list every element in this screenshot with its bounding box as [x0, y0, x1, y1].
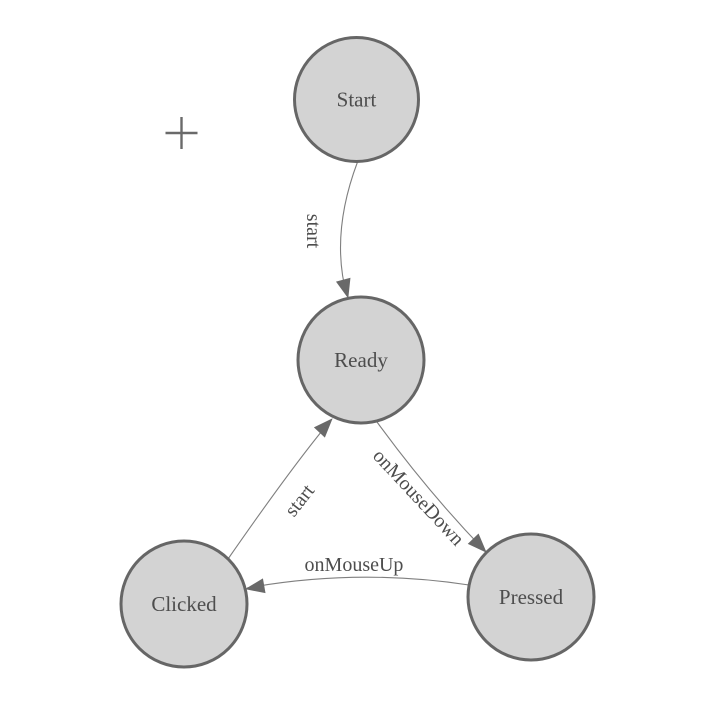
edge-clicked-to-ready-line[interactable] [227, 419, 332, 560]
node-ready[interactable]: Ready [296, 295, 426, 425]
plus-icon[interactable] [165, 117, 198, 149]
arrowhead-into-clicked [245, 578, 266, 594]
node-ready-circle[interactable] [296, 295, 426, 425]
edge-label-start-top[interactable]: start [302, 214, 324, 249]
node-pressed-circle[interactable] [466, 532, 596, 662]
node-start-label: Start [337, 88, 377, 112]
node-ready-label: Ready [334, 348, 388, 372]
node-clicked[interactable]: Clicked [119, 539, 249, 669]
arrowhead-into-ready-from-clicked [313, 418, 333, 438]
edge-start-to-ready-line[interactable] [340, 161, 359, 297]
edge-label-onmouseup[interactable]: onMouseUp [305, 554, 404, 576]
arrowhead-into-pressed [467, 533, 487, 553]
node-pressed[interactable]: Pressed [466, 532, 596, 662]
node-start[interactable]: Start [293, 36, 420, 163]
arrowhead-into-ready-from-start [335, 277, 351, 299]
edge-pressed-to-clicked[interactable]: onMouseUp [244, 554, 470, 597]
node-clicked-circle[interactable] [119, 539, 249, 669]
edge-start-to-ready[interactable]: start [302, 161, 359, 300]
edge-ready-to-pressed[interactable]: onMouseDown [368, 421, 492, 558]
node-pressed-label: Pressed [499, 585, 564, 609]
edge-label-start-bottom[interactable]: start [281, 480, 320, 521]
node-clicked-label: Clicked [151, 592, 217, 616]
edge-clicked-to-ready[interactable]: start [227, 413, 338, 560]
node-start-circle[interactable] [293, 36, 420, 163]
edge-ready-to-pressed-line[interactable] [376, 421, 486, 552]
edge-label-onmousedown[interactable]: onMouseDown [368, 445, 468, 550]
edge-pressed-to-clicked-line[interactable] [246, 576, 470, 589]
